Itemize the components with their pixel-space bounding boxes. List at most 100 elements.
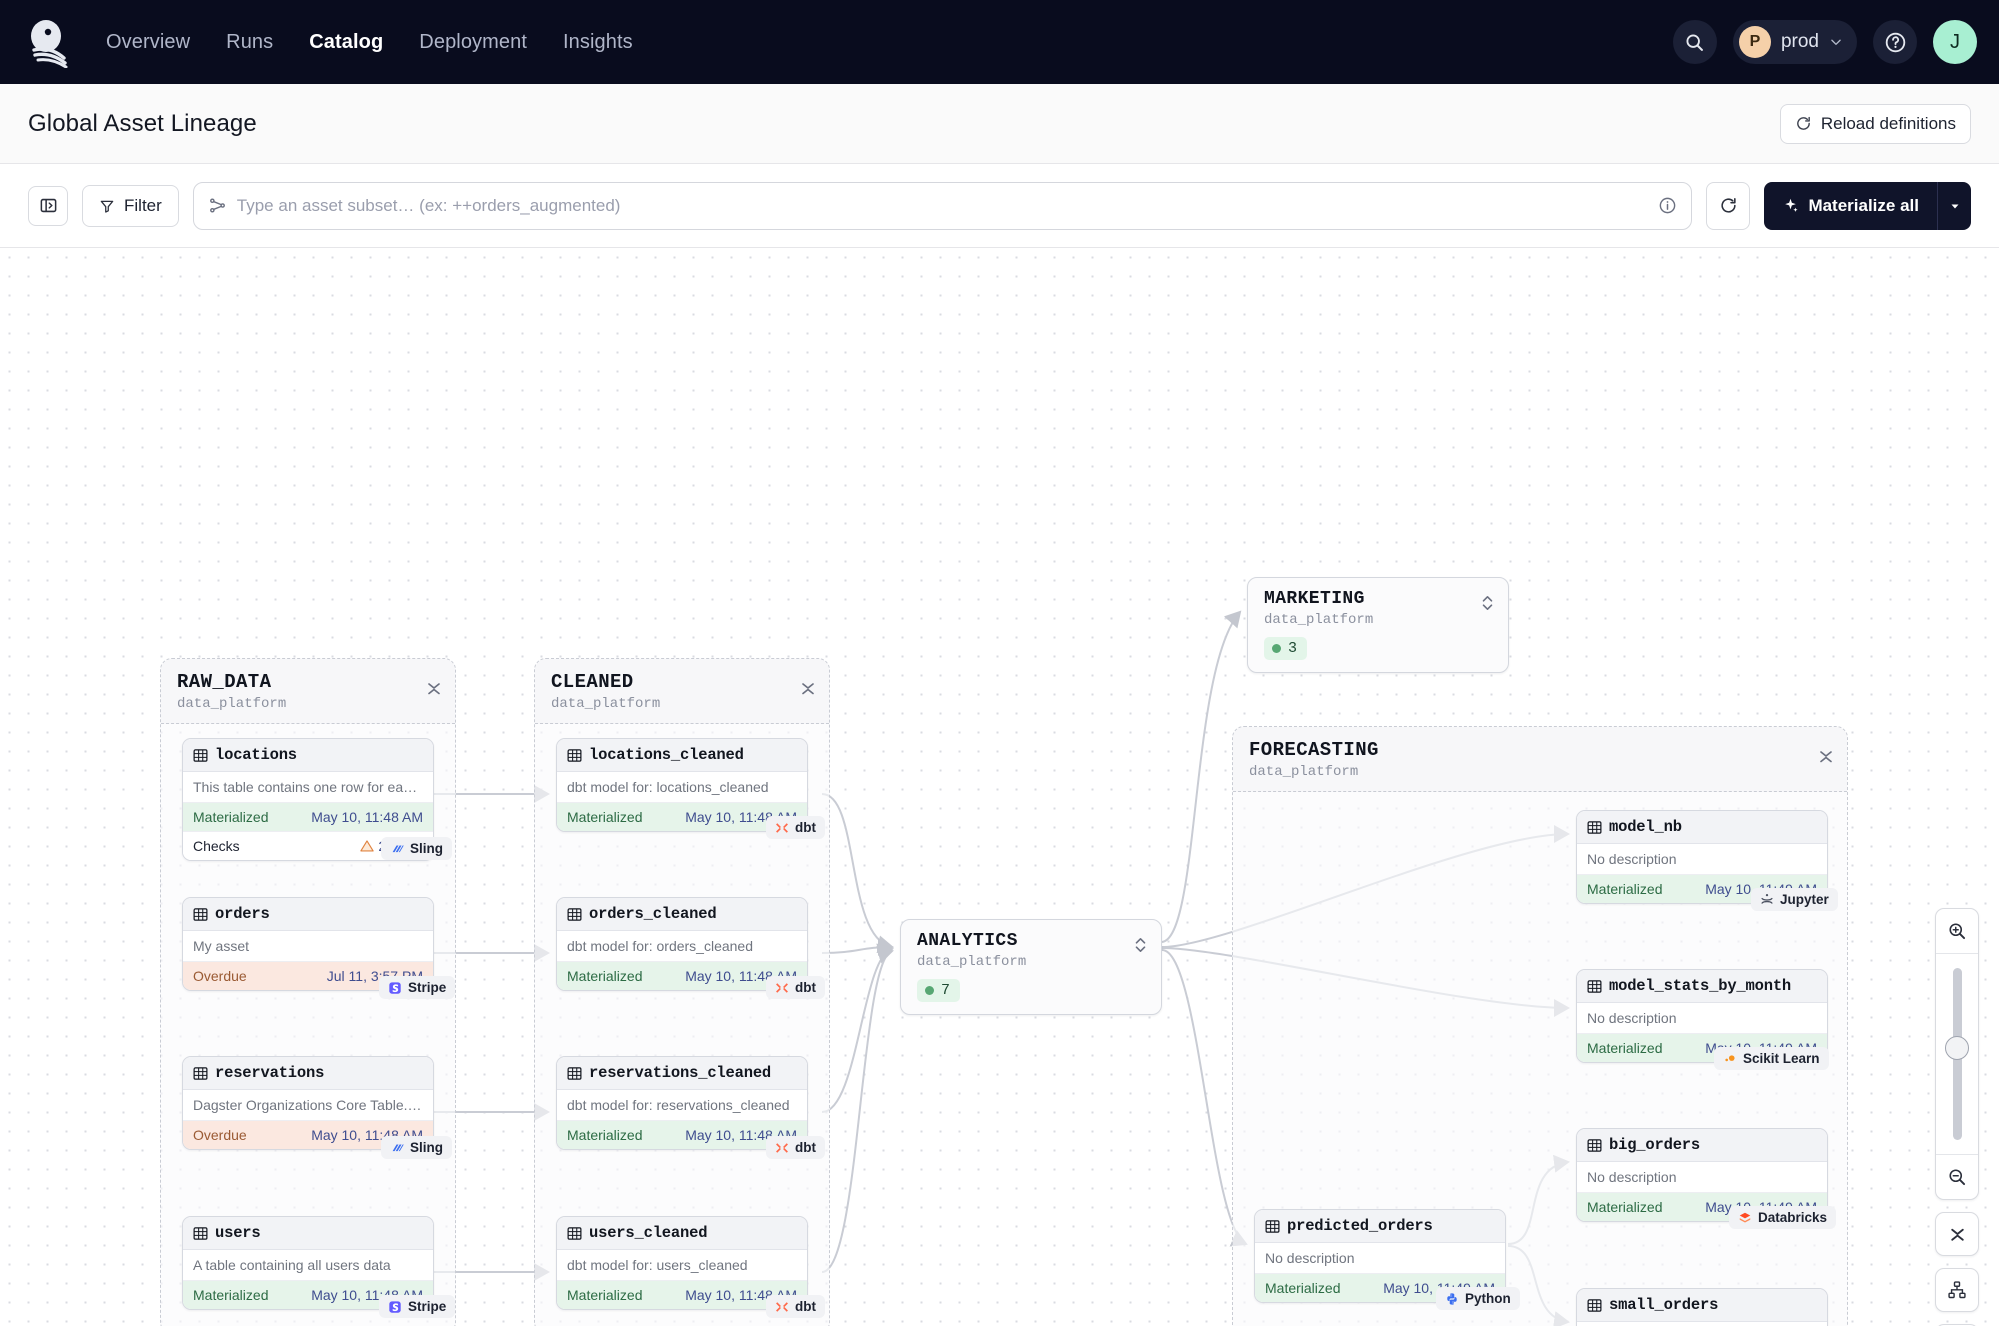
materialize-all-button[interactable]: Materialize all (1764, 181, 1937, 230)
asset-name: orders (215, 905, 270, 923)
collapsed-group-marketing[interactable]: MARKETING data_platform 3 (1247, 577, 1509, 673)
collapsed-group-analytics[interactable]: ANALYTICS data_platform 7 (900, 919, 1162, 1015)
kind-tag-label: dbt (795, 1140, 816, 1155)
kind-tag-label: Sling (410, 841, 443, 856)
help-button[interactable] (1873, 20, 1917, 64)
kind-tag-dbt[interactable]: dbt (766, 1295, 825, 1318)
refresh-graph-button[interactable] (1706, 181, 1751, 230)
asset-status-label: Materialized (193, 809, 269, 825)
group-name: RAW_DATA (177, 671, 272, 693)
scikit-learn-icon (1725, 1054, 1735, 1061)
lineage-canvas[interactable]: RAW_DATA data_platform CLEANED data_plat… (0, 248, 1999, 1326)
info-circle-icon[interactable] (1658, 196, 1677, 215)
kind-tag-jupyter[interactable]: Jupyter (1751, 888, 1838, 911)
asset-node-locations_cleaned[interactable]: locations_cleaned dbt model for: locatio… (556, 738, 808, 832)
layout-graph-button[interactable] (1935, 1268, 1979, 1312)
asset-node-model_stats_by_month[interactable]: model_stats_by_month No description Mate… (1576, 969, 1828, 1063)
asset-node-small_orders[interactable]: small_orders No description Materialized… (1576, 1288, 1828, 1326)
kind-tag-label: dbt (795, 820, 816, 835)
materialize-options-button[interactable] (1937, 181, 1971, 230)
asset-node-big_orders[interactable]: big_orders No description Materialized M… (1576, 1128, 1828, 1222)
kind-tag-sling[interactable]: Sling (381, 837, 452, 860)
expand-vertical-icon[interactable] (1134, 936, 1147, 959)
asset-header: orders (183, 898, 433, 931)
asset-status-label: Overdue (193, 968, 247, 984)
group-header-forecasting[interactable]: FORECASTING data_platform (1233, 727, 1847, 792)
kind-tag-stripe[interactable]: Stripe (379, 1295, 456, 1318)
deployment-switcher[interactable]: P prod (1732, 20, 1857, 64)
nav-link-runs[interactable]: Runs (226, 30, 274, 53)
nav-link-insights[interactable]: Insights (563, 30, 633, 53)
kind-tag-dbt[interactable]: dbt (766, 976, 825, 999)
group-header-raw_data[interactable]: RAW_DATA data_platform (161, 659, 455, 724)
kind-tag-label: Stripe (408, 980, 447, 995)
collapse-icon[interactable] (800, 680, 816, 703)
table-icon (193, 907, 208, 921)
collapse-icon[interactable] (1818, 748, 1834, 771)
asset-description: dbt model for: reservations_cleaned (567, 1097, 790, 1113)
asset-name: big_orders (1609, 1136, 1701, 1154)
nav-link-catalog[interactable]: Catalog (309, 30, 384, 53)
kind-tag-label: Databricks (1758, 1210, 1828, 1225)
asset-description: My asset (193, 938, 250, 954)
asset-node-model_nb[interactable]: model_nb No description Materialized May… (1576, 810, 1828, 904)
kind-tag-scikit-learn[interactable]: Scikit Learn (1714, 1047, 1829, 1070)
asset-status-label: Materialized (1587, 1199, 1663, 1215)
kind-tag-label: Scikit Learn (1743, 1051, 1820, 1066)
group-header-cleaned[interactable]: CLEANED data_platform (535, 659, 829, 724)
asset-description: This table contains one row for each loc… (193, 779, 433, 795)
nav-link-overview[interactable]: Overview (106, 30, 191, 53)
zoom-slider[interactable] (1936, 954, 1978, 1154)
asset-name: users_cleaned (589, 1224, 708, 1242)
asset-node-orders_cleaned[interactable]: orders_cleaned dbt model for: orders_cle… (556, 897, 808, 991)
search-button[interactable] (1672, 20, 1717, 64)
zoom-slider-handle[interactable] (1945, 1036, 1969, 1060)
asset-description: dbt model for: locations_cleaned (567, 779, 769, 795)
nav-link-deployment[interactable]: Deployment (419, 30, 528, 53)
asset-status-label: Materialized (1587, 1040, 1663, 1056)
kind-tag-databricks[interactable]: Databricks (1729, 1206, 1837, 1229)
dagster-logo-icon[interactable] (24, 16, 76, 69)
asset-node-users[interactable]: users A table containing all users data … (182, 1216, 434, 1310)
expand-vertical-icon[interactable] (1481, 594, 1494, 617)
page-title: Global Asset Lineage (28, 109, 257, 137)
asset-name: model_stats_by_month (1609, 977, 1792, 995)
asset-description: A table containing all users data (193, 1257, 391, 1273)
sidebar-toggle-button[interactable] (28, 185, 68, 226)
kind-tag-sling[interactable]: Sling (381, 1136, 452, 1159)
dbt-icon (776, 1301, 788, 1312)
asset-header: predicted_orders (1255, 1210, 1505, 1243)
kind-tag-dbt[interactable]: dbt (766, 1136, 825, 1159)
asset-status-label: Materialized (1265, 1280, 1341, 1296)
dbt-icon (776, 982, 788, 993)
group-subtitle: data_platform (917, 954, 1027, 970)
asset-name: users (215, 1224, 261, 1242)
asset-status-label: Materialized (567, 809, 643, 825)
reload-definitions-button[interactable]: Reload definitions (1779, 103, 1971, 144)
kind-tag-stripe[interactable]: Stripe (379, 976, 456, 999)
asset-selection-search[interactable] (192, 181, 1693, 230)
asset-status-value: May 10, 11:48 AM (311, 809, 423, 825)
avatar[interactable]: J (1933, 20, 1977, 64)
kind-tag-label: Jupyter (1780, 892, 1829, 907)
funnel-icon (100, 200, 114, 213)
asset-count: 3 (1288, 640, 1298, 657)
zoom-out-button[interactable] (1936, 1155, 1978, 1199)
asset-header: model_nb (1577, 811, 1827, 844)
refresh-icon (1796, 116, 1810, 130)
asset-status-label: Materialized (567, 1287, 643, 1303)
kind-tag-python[interactable]: Python (1436, 1287, 1520, 1310)
filter-button[interactable]: Filter (82, 184, 179, 227)
zoom-in-button[interactable] (1936, 909, 1978, 953)
asset-header: reservations_cleaned (557, 1057, 807, 1090)
asset-node-predicted_orders[interactable]: predicted_orders No description Material… (1254, 1209, 1506, 1303)
asset-description: No description (1577, 1322, 1827, 1326)
asset-status-row: Materialized May 10, 11:48 AM (183, 1280, 433, 1309)
asset-name: predicted_orders (1287, 1217, 1433, 1235)
asset-status-row: Materialized May 10, 11:48 AM (557, 961, 807, 990)
collapse-all-groups-button[interactable] (1935, 1212, 1979, 1256)
search-input[interactable] (236, 195, 1649, 216)
collapse-icon[interactable] (426, 680, 442, 703)
asset-node-orders[interactable]: orders My asset Overdue Jul 11, 3:57 PM (182, 897, 434, 991)
kind-tag-dbt[interactable]: dbt (766, 816, 825, 839)
